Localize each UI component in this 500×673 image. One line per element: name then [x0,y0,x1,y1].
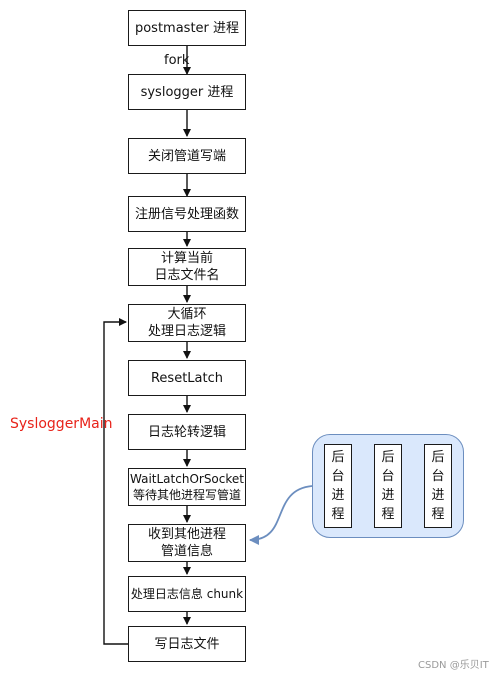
step-compute-filename: 计算当前 日志文件名 [128,248,246,286]
step-text: ResetLatch [150,370,223,386]
step-text: 日志轮转逻辑 [147,424,226,440]
step-text: 注册信号处理函数 [134,206,239,222]
step-text: 管道信息 [160,544,213,559]
step-text: 等待其他进程写管道 [132,488,241,502]
background-process-1: 后 台 进 程 [324,444,352,528]
watermark: CSDN @乐贝IT [418,660,489,671]
step-syslogger: syslogger 进程 [128,74,246,110]
process-char: 台 [331,469,345,484]
step-text: 大循环 [167,307,207,322]
process-char: 进 [431,488,445,503]
process-char: 后 [431,450,445,465]
loop-arrow [103,318,128,645]
process-char: 程 [381,507,395,522]
background-process-2: 后 台 进 程 [374,444,402,528]
step-text: 收到其他进程 [147,527,226,542]
step-text: 写日志文件 [154,636,220,652]
process-char: 程 [331,507,345,522]
step-write-log: 写日志文件 [128,626,246,662]
fork-label: fork [164,53,190,68]
step-receive-pipe: 收到其他进程 管道信息 [128,524,246,562]
step-text: WaitLatchOrSocket [130,472,244,486]
step-text: 处理日志信息 chunk [130,586,244,601]
step-log-rotation: 日志轮转逻辑 [128,414,246,450]
step-process-chunk: 处理日志信息 chunk [128,576,246,612]
step-text: 关闭管道写端 [147,148,226,164]
step-text: syslogger 进程 [140,84,234,100]
step-register-signals: 注册信号处理函数 [128,196,246,232]
process-char: 台 [381,469,395,484]
step-close-pipe: 关闭管道写端 [128,138,246,174]
step-wait-latch: WaitLatchOrSocket 等待其他进程写管道 [128,468,246,506]
message-arrow [249,485,313,545]
process-char: 程 [431,507,445,522]
process-char: 后 [331,450,345,465]
process-char: 台 [431,469,445,484]
step-main-loop: 大循环 处理日志逻辑 [128,304,246,342]
process-char: 进 [331,488,345,503]
step-reset-latch: ResetLatch [128,360,246,396]
step-text: 日志文件名 [154,268,220,283]
step-text: 计算当前 [160,251,213,266]
step-text: postmaster 进程 [134,20,240,36]
step-text: 处理日志逻辑 [147,324,226,339]
background-process-3: 后 台 进 程 [424,444,452,528]
step-postmaster: postmaster 进程 [128,10,246,46]
syslogger-main-label: SysloggerMain [10,416,113,432]
process-char: 进 [381,488,395,503]
process-char: 后 [381,450,395,465]
